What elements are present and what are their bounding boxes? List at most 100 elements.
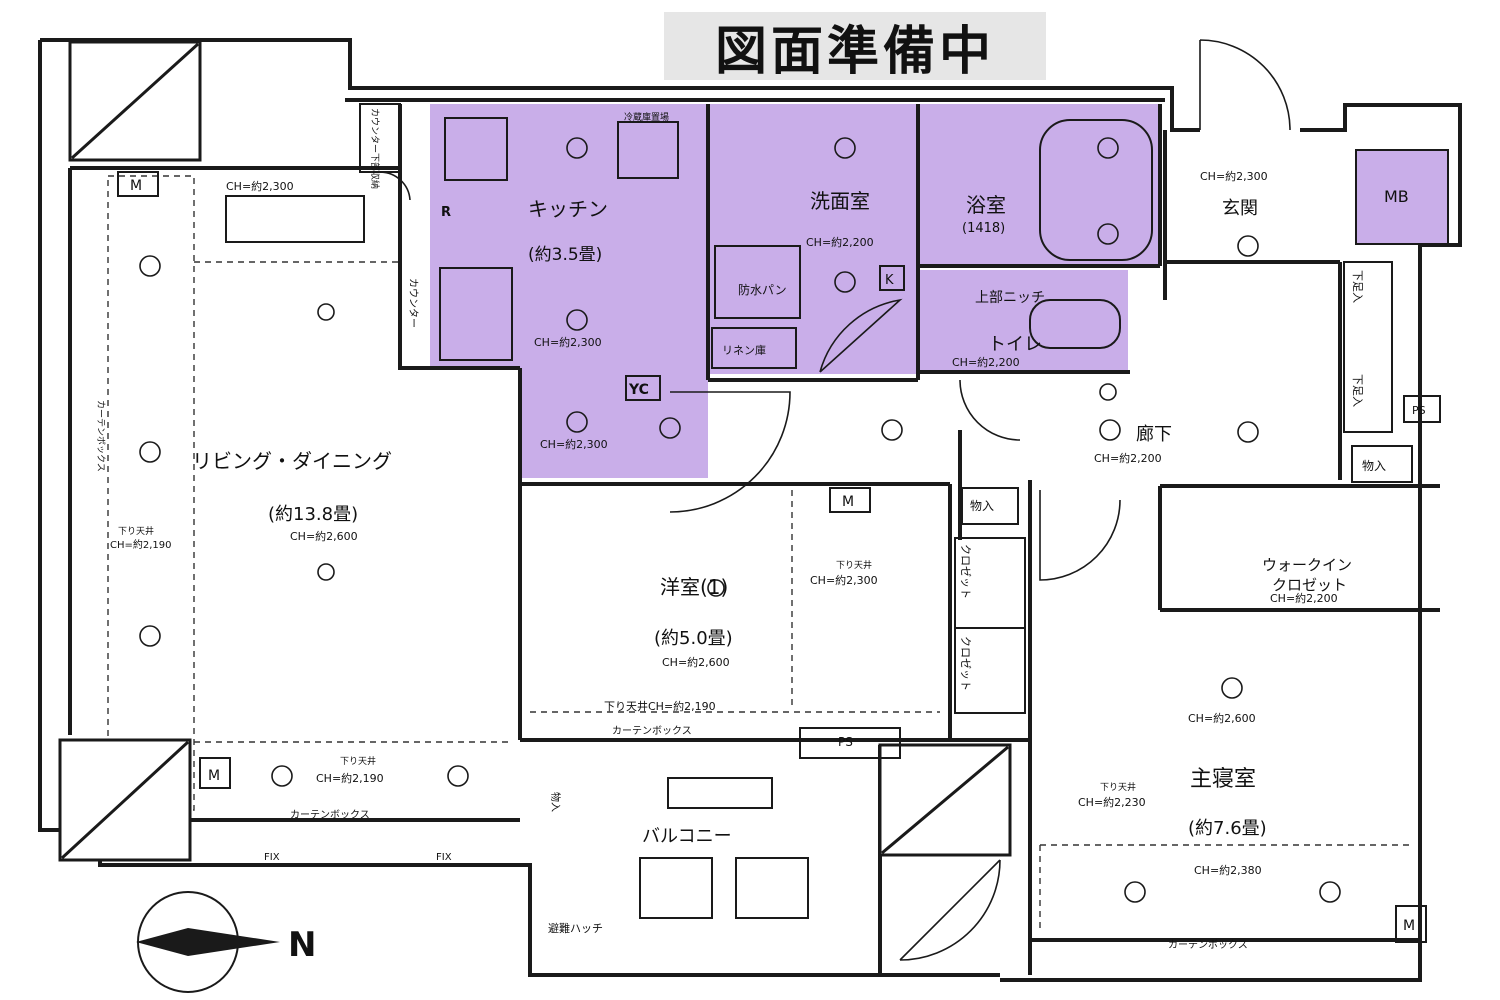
light <box>659 417 681 439</box>
balcony-box-1 <box>639 857 713 919</box>
balcony-name: バルコニー <box>642 826 732 847</box>
western-soffit-ch: CH=約2,300 <box>810 573 878 587</box>
compass-label: N <box>288 925 316 965</box>
k-label: K <box>885 273 894 288</box>
hallway-name: 廊下 <box>1136 424 1172 445</box>
washroom-name: 洗面室 <box>810 189 870 213</box>
living-top-ch: CH=約2,300 <box>226 179 294 193</box>
light <box>566 309 588 331</box>
western-size: (約5.0畳) <box>654 628 733 649</box>
light <box>1237 235 1259 257</box>
m4-label: M <box>1403 918 1415 934</box>
living-left-ch: CH=約2,190 <box>110 538 172 551</box>
wic-name1: ウォークイン <box>1262 556 1352 574</box>
door-master <box>899 859 1001 961</box>
m-box-1 <box>117 171 159 197</box>
light <box>881 419 903 441</box>
living-bottom-soffit: 下り天井 <box>340 755 376 767</box>
fixture-boxes <box>117 103 1449 943</box>
m-box-3 <box>199 757 231 789</box>
hatch-box <box>667 777 773 809</box>
ps2-label: PS <box>838 735 853 749</box>
counter-under-label: カウンター下部収納 <box>369 108 381 189</box>
light <box>707 579 725 597</box>
balcony-eaves: 避難ハッチ <box>548 921 603 935</box>
light <box>1097 137 1119 159</box>
kitchen-name: キッチン <box>528 197 608 221</box>
shoe-box <box>1343 261 1393 433</box>
shoe2-label: 下足入 <box>1351 374 1364 407</box>
kitchen-size: (約3.5畳) <box>528 245 602 265</box>
m1-label: M <box>130 178 142 194</box>
m3-label: M <box>208 768 220 784</box>
living-ch: CH=約2,600 <box>290 529 358 543</box>
bath-name: 浴室 <box>966 193 1006 217</box>
compass-needle <box>136 928 280 956</box>
curtain-box-bottom: カーテンボックス <box>290 809 370 821</box>
column-bottom-left-diag <box>60 740 190 860</box>
living-size: (約13.8畳) <box>268 504 358 525</box>
fridge-box <box>617 121 679 179</box>
soffit-lines <box>107 175 1410 930</box>
mb-box <box>1355 149 1449 245</box>
wic-name2: クロゼット <box>1272 576 1347 594</box>
columns <box>58 40 1012 862</box>
toilet-name: トイレ <box>988 334 1042 355</box>
storage2-label: 物入 <box>1362 459 1386 473</box>
toilet-ch: CH=約2,200 <box>952 355 1020 369</box>
door-toilet <box>959 379 1021 441</box>
banner-text: 図面準備中 <box>714 21 995 82</box>
m-box-2 <box>829 487 871 513</box>
compass: N <box>136 891 316 993</box>
door-wash <box>819 298 903 373</box>
outer-wall-right <box>1000 103 1462 982</box>
light <box>1221 677 1243 699</box>
storage1-label: 物入 <box>970 499 994 513</box>
light <box>834 271 856 293</box>
column-top-left-diag <box>70 42 200 160</box>
entrance-ch: CH=約2,300 <box>1200 169 1268 183</box>
hallway-ch: CH=約2,200 <box>1094 451 1162 465</box>
kitchen-ch2: CH=約2,300 <box>540 437 608 451</box>
soffit-west: 下り天井 <box>836 559 872 571</box>
waterproof-pan-box <box>714 245 801 319</box>
curtain-box-west: カーテンボックス <box>612 725 692 737</box>
wet-area-bath <box>918 104 1158 264</box>
master-name: 主寝室 <box>1190 767 1256 792</box>
living-counter <box>225 195 365 243</box>
door-living <box>379 171 411 201</box>
master-ch: CH=約2,600 <box>1188 711 1256 725</box>
wet-area-toilet <box>918 270 1128 370</box>
western-name: 洋室(1) <box>660 575 728 599</box>
bath-size: (1418) <box>962 221 1005 236</box>
closet1-label: クロゼット <box>959 544 972 599</box>
door-western <box>1039 490 1121 581</box>
kitchen-ch1: CH=約2,300 <box>534 335 602 349</box>
fixture-labels: MB PS PS K YC R M M M M 防水パン リネン庫 カウンター … <box>130 108 1426 934</box>
light <box>1319 881 1341 903</box>
wet-area <box>430 104 1448 478</box>
yc-box <box>625 375 661 401</box>
fix-left-label: FIX <box>264 852 280 863</box>
toilet-niche: 上部ニッチ <box>975 290 1045 306</box>
waterproof-pan-label: 防水パン <box>738 282 787 297</box>
storage-box-2 <box>1351 445 1413 483</box>
banner: 図面準備中 <box>664 12 1046 82</box>
storage-box-1 <box>961 487 1019 525</box>
shoe1-label: 下足入 <box>1351 270 1364 303</box>
washroom-ch: CH=約2,200 <box>806 235 874 249</box>
curtain-box-left: カーテンボックス <box>95 400 106 472</box>
light <box>1124 881 1146 903</box>
light <box>317 563 335 581</box>
wic-ch: CH=約2,200 <box>1270 591 1338 605</box>
linen-box <box>711 327 797 369</box>
bathtub <box>1039 119 1153 261</box>
soffit-master: 下り天井 <box>1100 781 1136 793</box>
annotation-labels: CH=約2,300 下り天井 CH=約2,190 下り天井 CH=約2,190 … <box>95 179 1248 951</box>
closet2-label: クロゼット <box>959 636 972 691</box>
master-ch-lower: CH=約2,380 <box>1194 863 1262 877</box>
light <box>139 255 161 277</box>
light <box>834 137 856 159</box>
living-left-soffit: 下り天井 <box>118 525 154 537</box>
